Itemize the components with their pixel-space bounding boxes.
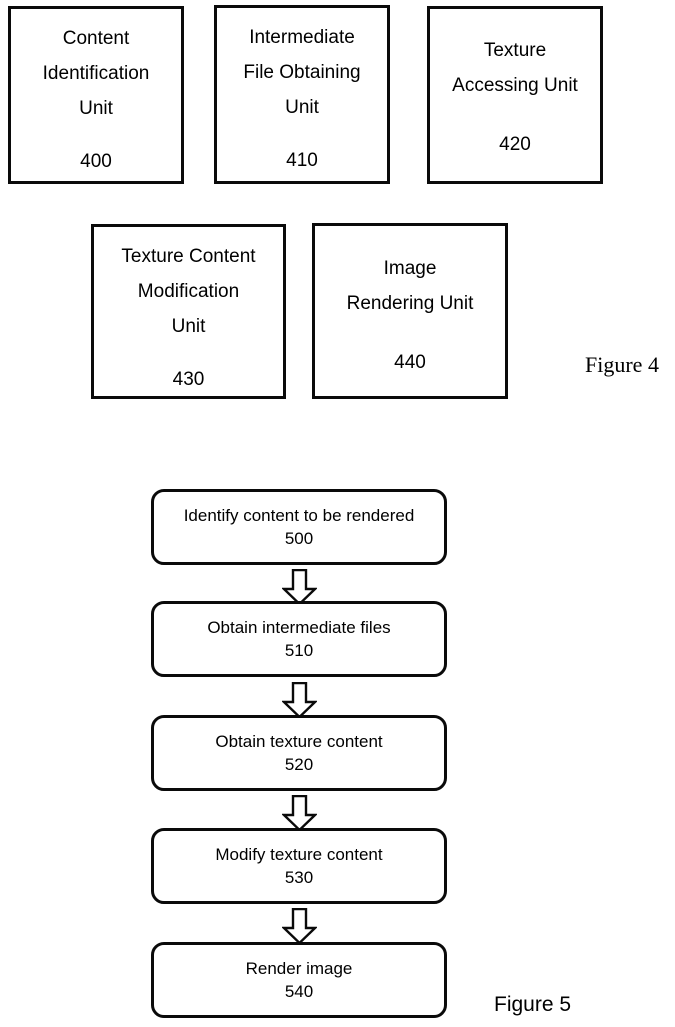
flow-box-530: Modify texture content 530	[151, 828, 447, 904]
unit-400-line-3: Unit	[79, 98, 113, 119]
unit-420-line-2: Accessing Unit	[452, 75, 578, 96]
unit-420-line-1: Texture	[483, 40, 547, 61]
arrow-down-block-icon-520-530	[282, 795, 317, 832]
flow-510-label: Obtain intermediate files	[207, 618, 391, 637]
unit-440-line-2: Rendering Unit	[346, 293, 474, 314]
flow-box-510: Obtain intermediate files 510	[151, 601, 447, 677]
figure-5-caption: Figure 5	[494, 993, 572, 1016]
flow-510-number: 510	[284, 641, 314, 660]
unit-440-line-1: Image	[383, 258, 437, 279]
arrow-down-block-icon-530-540	[282, 908, 317, 945]
figure-4-caption: Figure 4	[585, 352, 659, 377]
flow-530-label: Modify texture content	[215, 845, 383, 864]
unit-400-line-2: Identification	[42, 63, 150, 84]
unit-430-number: 430	[172, 369, 205, 390]
flow-500-number: 500	[284, 529, 314, 548]
unit-410-number: 410	[286, 150, 318, 171]
unit-430-line-2: Modification	[137, 281, 240, 302]
flow-box-500: Identify content to be rendered 500	[151, 489, 447, 565]
unit-410-line-3: Unit	[285, 97, 319, 118]
unit-430-line-1: Texture Content	[121, 246, 256, 267]
unit-410-line-2: File Obtaining	[243, 62, 361, 83]
flow-540-label: Render image	[245, 959, 353, 978]
unit-410-line-1: Intermediate	[249, 27, 355, 48]
arrow-down-block-icon-510-520	[282, 682, 317, 719]
unit-400-number: 400	[80, 151, 112, 172]
flow-540-number: 540	[284, 982, 314, 1001]
unit-440-number: 440	[394, 352, 426, 373]
unit-box-400: Content Identification Unit 400	[8, 6, 184, 184]
flow-500-label: Identify content to be rendered	[183, 506, 415, 525]
unit-400-line-1: Content	[62, 28, 130, 49]
arrow-down-block-icon-500-510	[282, 569, 317, 606]
unit-420-number: 420	[499, 134, 531, 155]
unit-box-410: Intermediate File Obtaining Unit 410	[214, 5, 390, 184]
flow-520-number: 520	[284, 755, 314, 774]
flow-box-540: Render image 540	[151, 942, 447, 1018]
unit-box-440: Image Rendering Unit 440	[312, 223, 508, 399]
flow-520-label: Obtain texture content	[215, 732, 383, 751]
flow-box-520: Obtain texture content 520	[151, 715, 447, 791]
flow-530-number: 530	[284, 868, 314, 887]
unit-box-420: Texture Accessing Unit 420	[427, 6, 603, 184]
unit-430-line-3: Unit	[171, 316, 206, 337]
unit-box-430: Texture Content Modification Unit 430	[91, 224, 286, 399]
